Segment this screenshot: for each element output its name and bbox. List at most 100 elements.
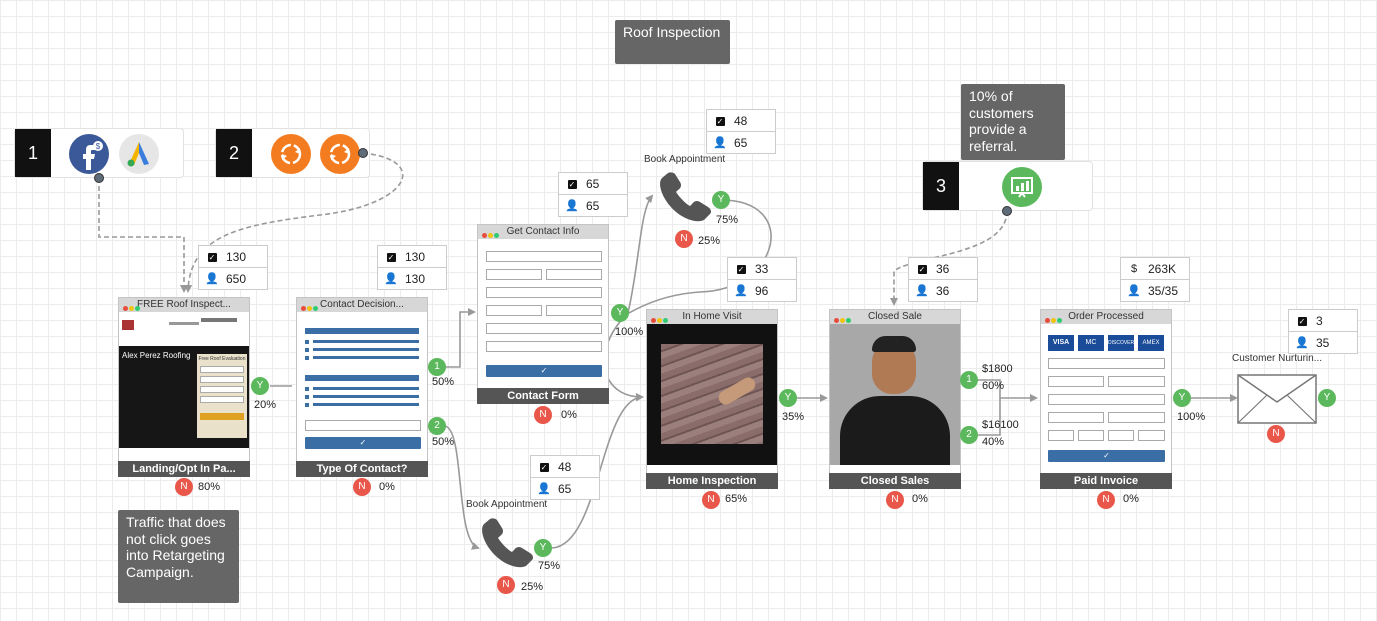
payment-field[interactable] — [1048, 394, 1165, 405]
nurture-yes-badge[interactable]: Y — [1318, 389, 1336, 407]
adwords-icon[interactable] — [119, 134, 159, 174]
call-bottom-no-badge[interactable]: N — [497, 576, 515, 594]
source1-handle[interactable] — [94, 173, 104, 183]
payment-field[interactable] — [1108, 376, 1165, 387]
salesman-photo — [830, 324, 960, 465]
page-caption: Closed Sales — [829, 473, 961, 489]
contact-form-yes-badge[interactable]: Y — [611, 304, 629, 322]
form-field[interactable] — [486, 323, 602, 334]
checkbox-icon: ✓ — [736, 264, 746, 274]
payment-field[interactable] — [1108, 412, 1165, 423]
phone-icon[interactable] — [656, 172, 714, 226]
stats-landing: ✓130 👤650 — [198, 245, 268, 290]
closed-sale-node[interactable]: Closed Sale Closed Sales — [829, 309, 961, 489]
stat-money: 263K — [1148, 261, 1177, 276]
order-no-badge[interactable]: N — [1097, 491, 1115, 509]
decision-submit-button[interactable]: ✓ — [305, 437, 421, 449]
contact-form-no-badge[interactable]: N — [534, 406, 552, 424]
order-processed-node[interactable]: Order Processed VISA MC DISCOVER AMEX ✓ … — [1040, 309, 1172, 489]
payment-field[interactable] — [1048, 376, 1104, 387]
payment-field[interactable] — [1048, 430, 1074, 441]
person-icon: 👤 — [537, 483, 551, 495]
landing-no-badge[interactable]: N — [175, 478, 193, 496]
form-field[interactable] — [486, 341, 602, 352]
source-number: 2 — [216, 129, 252, 177]
window-dots-icon — [834, 314, 852, 324]
sale1-badge[interactable]: 1 — [960, 371, 978, 389]
stats-call-top: ✓48 👤65 — [706, 109, 776, 154]
email-envelope-icon[interactable] — [1237, 374, 1317, 424]
closed-sale-no-badge[interactable]: N — [886, 491, 904, 509]
retargeting-note: Traffic that does not click goes into Re… — [118, 510, 239, 603]
stat-checks: 130 — [226, 249, 247, 264]
form-field[interactable] — [546, 305, 602, 316]
payment-field[interactable] — [1048, 358, 1165, 369]
nurture-no-badge[interactable]: N — [1267, 425, 1285, 443]
form-field[interactable] — [486, 269, 542, 280]
person-icon: 👤 — [713, 137, 727, 149]
amex-card-icon: AMEX — [1138, 335, 1164, 351]
call-bottom-yes-badge[interactable]: Y — [534, 539, 552, 557]
call-top-yes-pct: 75% — [716, 214, 739, 226]
form-field[interactable] — [546, 269, 602, 280]
contact-decision-no-badge[interactable]: N — [353, 478, 371, 496]
home-visit-no-badge[interactable]: N — [702, 491, 720, 509]
order-yes-badge[interactable]: Y — [1173, 389, 1191, 407]
sale2-badge[interactable]: 2 — [960, 426, 978, 444]
sale1-pct: 60% — [982, 380, 1005, 392]
contact-form-node[interactable]: Get Contact Info ✓ Contact Form — [477, 224, 609, 404]
form-field[interactable] — [486, 305, 542, 316]
payment-field[interactable] — [1048, 412, 1104, 423]
landing-yes-badge[interactable]: Y — [251, 377, 269, 395]
checkbox-icon: ✓ — [207, 252, 217, 262]
payment-field[interactable] — [1078, 430, 1104, 441]
order-yes-pct: 100% — [1177, 411, 1206, 423]
order-no-pct: 0% — [1123, 493, 1139, 505]
person-icon: 👤 — [1127, 285, 1141, 297]
form-submit-button[interactable]: ✓ — [486, 365, 602, 377]
contact-form-no-pct: 0% — [561, 409, 577, 421]
call-bottom-yes-pct: 75% — [538, 560, 561, 572]
landing-thumbnail-header — [119, 312, 249, 346]
stats-nurture: ✓3 👤35 — [1288, 309, 1358, 354]
payment-field[interactable] — [1108, 430, 1134, 441]
closed-sale-no-pct: 0% — [912, 493, 928, 505]
facebook-icon[interactable]: $ — [69, 134, 109, 174]
sale2-pct: 40% — [982, 436, 1005, 448]
source3-handle[interactable] — [1002, 206, 1012, 216]
option2-pct: 50% — [432, 436, 455, 448]
call-top-no-badge[interactable]: N — [675, 230, 693, 248]
stats-order: $263K 👤35/35 — [1120, 257, 1190, 302]
form-field[interactable] — [486, 287, 602, 298]
referral-report-icon[interactable] — [1002, 167, 1042, 207]
form-yes-to-call-top — [627, 194, 654, 314]
landing-page-node[interactable]: FREE Roof Inspect... Alex Perez Roofing … — [118, 297, 250, 477]
pay-submit-button[interactable]: ✓ — [1048, 450, 1165, 462]
contact-decision-node[interactable]: Contact Decision... ✓ Type Of Contact? — [296, 297, 428, 477]
source2-handle[interactable] — [358, 148, 368, 158]
option1-badge[interactable]: 1 — [428, 358, 446, 376]
form-field[interactable] — [486, 251, 602, 262]
call-top-yes-badge[interactable]: Y — [712, 191, 730, 209]
window-dots-icon — [651, 314, 669, 324]
decision-input[interactable] — [305, 420, 421, 431]
source-number: 1 — [15, 129, 51, 177]
home-visit-yes-badge[interactable]: Y — [779, 389, 797, 407]
traffic-source-3[interactable]: 3 — [922, 161, 1093, 211]
phone-icon[interactable] — [478, 518, 536, 572]
option1-to-contact-form — [445, 308, 476, 368]
page-header-title: Get Contact Info — [506, 226, 580, 237]
stat-people: 35 — [1316, 335, 1330, 350]
stat-people: 130 — [405, 271, 426, 286]
money-symbol: $ — [1130, 262, 1138, 275]
traffic-source-2[interactable]: 2 — [215, 128, 370, 178]
payment-field[interactable] — [1138, 430, 1165, 441]
person-icon: 👤 — [915, 285, 929, 297]
stat-checks: 130 — [405, 249, 426, 264]
traffic-source-1[interactable]: 1 $ — [14, 128, 184, 178]
option2-badge[interactable]: 2 — [428, 417, 446, 435]
retarget-icon[interactable] — [320, 134, 360, 174]
home-visit-node[interactable]: In Home Visit Home Inspection — [646, 309, 778, 489]
person-icon: 👤 — [205, 273, 219, 285]
retarget-icon[interactable] — [271, 134, 311, 174]
